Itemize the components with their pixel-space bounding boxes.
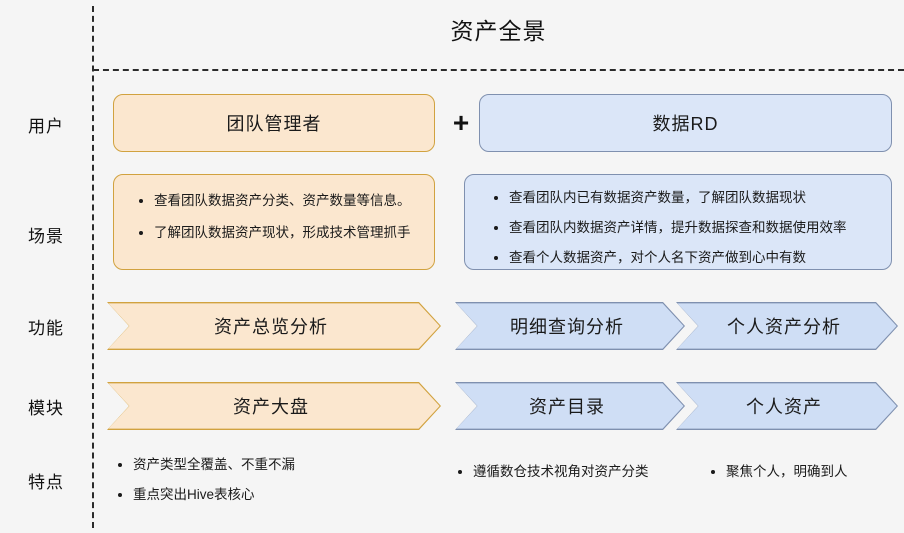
scene-box-manager: 查看团队数据资产分类、资产数量等信息。 了解团队数据资产现状，形成技术管理抓手 (113, 174, 435, 270)
list-item: 重点突出Hive表核心 (115, 485, 295, 506)
trait-group-middle: 遵循数仓技术视角对资产分类 (455, 462, 649, 492)
list-item: 了解团队数据资产现状，形成技术管理抓手 (136, 223, 434, 243)
list-item: 遵循数仓技术视角对资产分类 (455, 462, 649, 483)
user-box-data-rd[interactable]: 数据RD (479, 94, 892, 152)
function-chevron-asset-overview[interactable]: 资产总览分析 (107, 302, 441, 350)
function-chevron-label: 明细查询分析 (510, 317, 624, 337)
row-label-trait: 特点 (28, 473, 64, 492)
module-chevron-personal-asset[interactable]: 个人资产 (676, 382, 898, 430)
list-item: 查看团队内已有数据资产数量，了解团队数据现状 (491, 188, 891, 209)
user-box-team-manager[interactable]: 团队管理者 (113, 94, 435, 152)
chevron-shape (456, 383, 683, 428)
list-item: 聚焦个人，明确到人 (708, 462, 848, 483)
trait-left-bullets: 资产类型全覆盖、不重不漏 重点突出Hive表核心 (115, 455, 295, 506)
scene-manager-bullets: 查看团队数据资产分类、资产数量等信息。 了解团队数据资产现状，形成技术管理抓手 (114, 175, 434, 244)
list-item: 资产类型全覆盖、不重不漏 (115, 455, 295, 476)
row-label-scene: 场景 (28, 227, 64, 246)
chevron-shape (456, 303, 683, 348)
module-chevron-label: 资产目录 (529, 397, 605, 417)
chevron-shape (677, 383, 896, 428)
chevron-shape (108, 383, 439, 428)
module-chevron-asset-dashboard[interactable]: 资产大盘 (107, 382, 441, 430)
vertical-dashed-divider (92, 6, 94, 528)
module-chevron-label: 个人资产 (746, 397, 822, 417)
chevron-shape (108, 303, 439, 348)
list-item: 查看个人数据资产，对个人名下资产做到心中有数 (491, 248, 891, 269)
trait-group-left: 资产类型全覆盖、不重不漏 重点突出Hive表核心 (115, 455, 295, 515)
module-chevron-asset-catalog[interactable]: 资产目录 (455, 382, 685, 430)
list-item: 查看团队数据资产分类、资产数量等信息。 (136, 191, 434, 211)
function-chevron-label: 个人资产分析 (727, 317, 841, 337)
module-chevron-label: 资产大盘 (233, 397, 309, 417)
function-chevron-label: 资产总览分析 (214, 317, 328, 337)
function-chevron-personal-analysis[interactable]: 个人资产分析 (676, 302, 898, 350)
row-label-module: 模块 (28, 399, 64, 418)
trait-middle-bullets: 遵循数仓技术视角对资产分类 (455, 462, 649, 483)
horizontal-dashed-divider (93, 69, 904, 71)
plus-icon: + (452, 107, 470, 138)
scene-box-data-rd: 查看团队内已有数据资产数量，了解团队数据现状 查看团队内数据资产详情，提升数据探… (464, 174, 892, 270)
row-label-feature: 功能 (28, 319, 64, 338)
chevron-shape (677, 303, 896, 348)
row-label-user: 用户 (28, 117, 64, 136)
page-title: 资产全景 (450, 18, 547, 44)
scene-datard-bullets: 查看团队内已有数据资产数量，了解团队数据现状 查看团队内数据资产详情，提升数据探… (465, 175, 891, 269)
list-item: 查看团队内数据资产详情，提升数据探查和数据使用效率 (491, 218, 891, 239)
trait-group-right: 聚焦个人，明确到人 (708, 462, 848, 492)
trait-right-bullets: 聚焦个人，明确到人 (708, 462, 848, 483)
function-chevron-detail-query[interactable]: 明细查询分析 (455, 302, 685, 350)
